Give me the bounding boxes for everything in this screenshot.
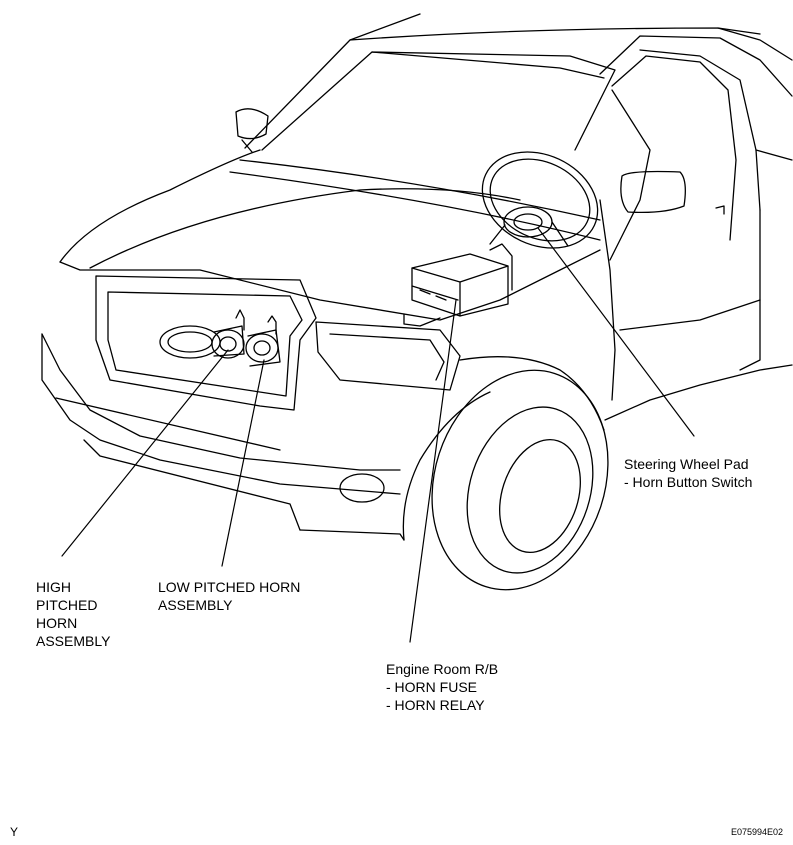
cab-outline <box>244 13 793 421</box>
steering-wheel <box>481 151 599 249</box>
label-high-line4: ASSEMBLY <box>36 633 111 649</box>
leader-engine-rb <box>409 299 457 643</box>
label-steering-line1: Steering Wheel Pad <box>624 456 749 472</box>
leader-high-horn <box>61 349 229 557</box>
leader-low-horn <box>221 359 265 567</box>
grille <box>95 275 317 411</box>
label-high-line2: PITCHED <box>36 597 98 613</box>
figure-code: E075994E02 <box>730 827 783 837</box>
label-low-line1: LOW PITCHED HORN <box>158 579 301 595</box>
leader-lines <box>61 227 695 643</box>
label-engine-line1: Engine Room R/B <box>386 661 499 677</box>
label-high-line3: HORN <box>36 615 78 631</box>
headlight <box>315 321 461 391</box>
label-engine-line2: - HORN FUSE <box>386 679 477 695</box>
front-bumper <box>41 333 405 541</box>
relay-block <box>403 243 513 327</box>
cowl <box>229 159 601 241</box>
label-low-pitched-horn: LOW PITCHED HORN ASSEMBLY <box>158 578 300 614</box>
label-engine-line3: - HORN RELAY <box>386 697 485 713</box>
hood <box>59 149 601 321</box>
label-steering-wheel-pad: Steering Wheel Pad - Horn Button Switch <box>624 455 752 491</box>
label-high-line1: HIGH <box>36 579 71 595</box>
label-low-line2: ASSEMBLY <box>158 597 233 613</box>
front-wheel <box>431 369 609 591</box>
leader-steering <box>537 227 695 437</box>
low-pitched-horn <box>245 315 281 367</box>
high-pitched-horn <box>211 309 245 359</box>
right-mirror <box>620 170 725 215</box>
side-mirror <box>235 108 269 153</box>
label-engine-room-rb: Engine Room R/B - HORN FUSE - HORN RELAY <box>386 660 498 714</box>
label-high-pitched-horn: HIGH PITCHED HORN ASSEMBLY <box>36 578 110 650</box>
corner-mark: Y <box>10 825 19 839</box>
label-steering-line2: - Horn Button Switch <box>624 474 753 490</box>
